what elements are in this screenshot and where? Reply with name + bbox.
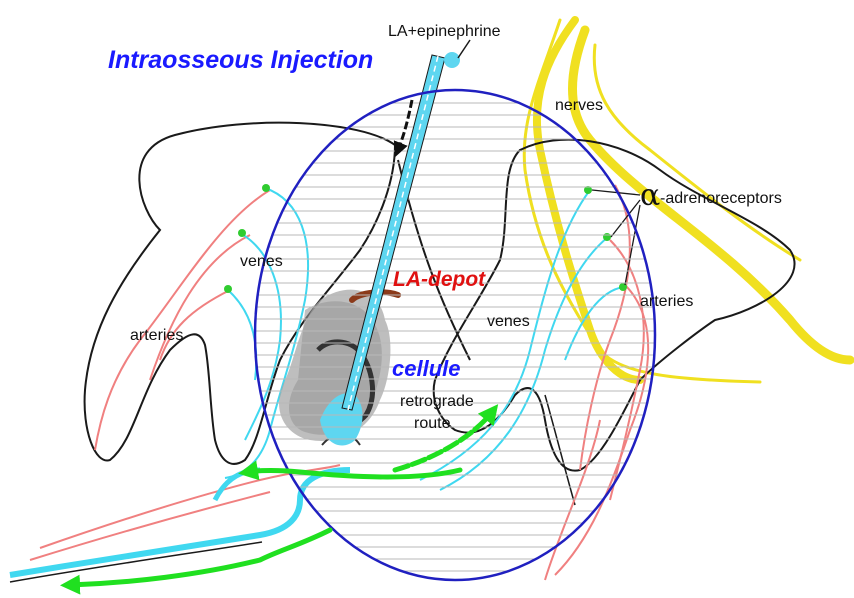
syringe-tip-icon (444, 52, 460, 68)
la-depot-label: LA-depot (393, 268, 486, 291)
alpha-symbol: α (640, 178, 660, 213)
cellule-label: cellule (392, 356, 460, 381)
nerves-label: nerves (555, 97, 603, 114)
venes-left-label: venes (240, 253, 283, 270)
arteries-left-label: arteries (130, 327, 183, 344)
route-label: route (414, 415, 451, 432)
venes-right-label: venes (487, 313, 530, 330)
title-label: Intraosseous Injection (108, 46, 373, 74)
retrograde-label: retrograde (400, 393, 474, 410)
syringe-label: LA+epinephrine (388, 23, 501, 40)
adrenoreceptors-label: -adrenoreceptors (660, 190, 782, 207)
arteries-right-label: arteries (640, 293, 693, 310)
vein-outflow-band (10, 470, 350, 575)
